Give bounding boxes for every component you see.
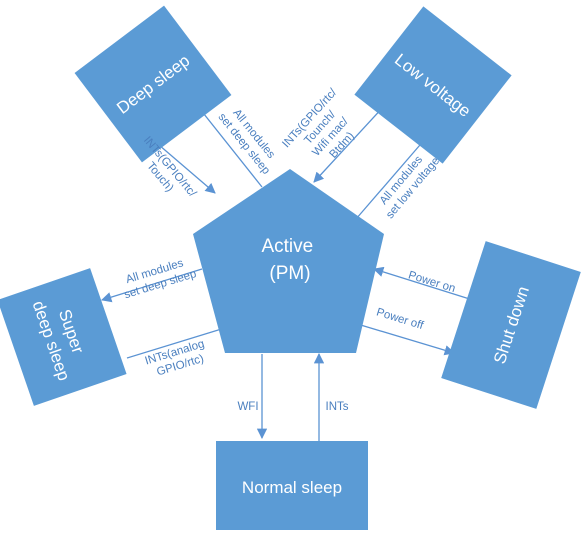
power-off-arrow bbox=[353, 322, 455, 356]
active-state-label: Active (PM) bbox=[261, 236, 318, 284]
low-voltage-wake-label: INTs(GPIO/rtc/ Tounch/ Wifi mac/ Btdm) bbox=[280, 84, 372, 178]
low-voltage-wake-arrow bbox=[313, 104, 386, 183]
normal-sleep-label: Normal sleep bbox=[242, 478, 342, 497]
low-voltage-state: Low voltage bbox=[354, 6, 512, 164]
ints-label: INTs bbox=[326, 401, 349, 413]
low-voltage-enter-label: All modules set low voltage bbox=[373, 146, 442, 221]
power-off-label: Power off bbox=[375, 306, 426, 332]
super-deep-sleep-enter-label: All modules set deep sleep bbox=[119, 255, 198, 302]
super-deep-sleep-enter-arrow bbox=[101, 268, 203, 303]
active-state-pentagon bbox=[193, 169, 384, 353]
normal-sleep-state bbox=[216, 441, 368, 530]
super-deep-sleep-wake-label: INTs(analog GPIO/rtc) bbox=[144, 337, 213, 381]
low-voltage-enter-arrow bbox=[355, 137, 427, 220]
shut-down-state: Shut down bbox=[441, 241, 581, 409]
wfi-label: WFI bbox=[237, 401, 258, 413]
deep-sleep-enter-arrow bbox=[195, 103, 263, 188]
deep-sleep-enter-label: All modules set deep sleep bbox=[216, 102, 283, 177]
super-deep-sleep-state: Super deep sleep bbox=[0, 268, 127, 406]
deep-sleep-state: Deep sleep bbox=[74, 5, 232, 163]
power-on-label: Power on bbox=[407, 269, 457, 295]
power-on-arrow bbox=[373, 266, 477, 302]
super-deep-sleep-wake-arrow bbox=[126, 324, 229, 359]
